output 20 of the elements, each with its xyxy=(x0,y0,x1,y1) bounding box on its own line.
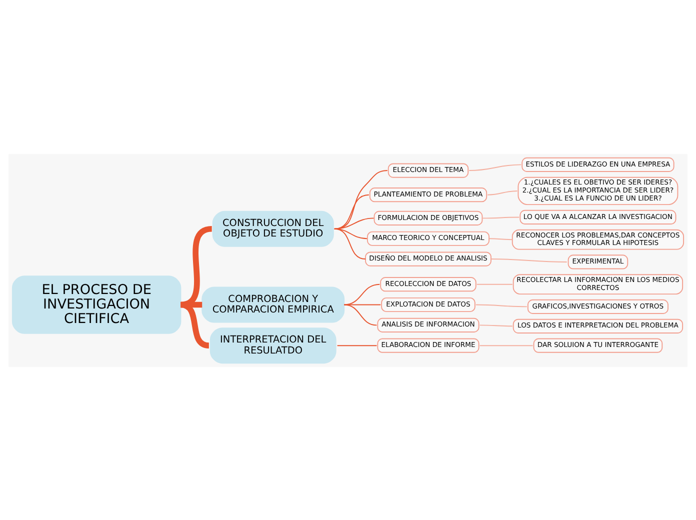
connector xyxy=(482,216,520,218)
connector xyxy=(479,344,534,346)
connector xyxy=(476,283,513,284)
connector xyxy=(344,304,378,326)
connector xyxy=(344,283,380,305)
connector xyxy=(468,164,522,171)
node-box: INTERPRETACION DEL RESULATDO xyxy=(210,327,336,364)
connector xyxy=(489,238,513,240)
connector xyxy=(334,170,388,229)
connector xyxy=(490,258,568,262)
connector xyxy=(180,301,210,348)
node-box: CONSTRUCCION DEL OBJETO DE ESTUDIO xyxy=(212,210,334,246)
connector xyxy=(336,344,378,346)
connector xyxy=(487,190,518,195)
connector xyxy=(334,228,366,260)
connector xyxy=(334,194,370,229)
connector xyxy=(479,324,513,326)
node-box: EL PROCESO DE INVESTIGACION CIETIFICA xyxy=(12,275,182,334)
node-box: COMPROBACION Y COMPARACION EMPIRICA xyxy=(202,286,345,322)
connector xyxy=(475,304,528,307)
